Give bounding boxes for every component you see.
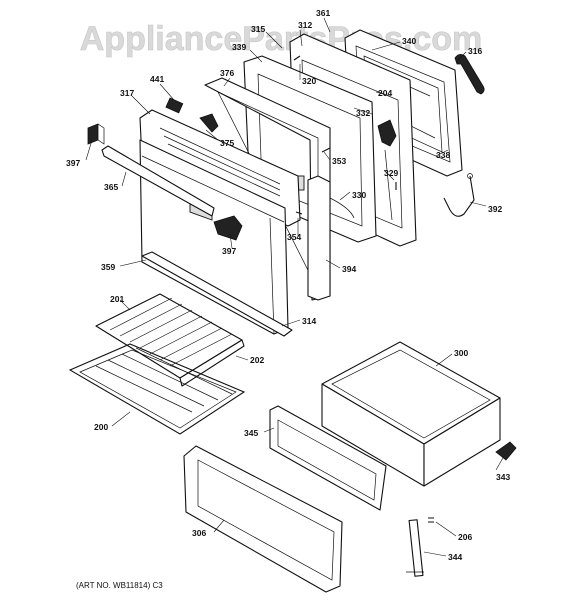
callout-329: 329 [384, 168, 398, 178]
callout-397-left: 397 [66, 158, 80, 168]
drawer-cover [183, 445, 343, 593]
callout-375: 375 [220, 138, 234, 148]
drawer-front-panel [269, 405, 387, 511]
callout-344: 344 [448, 552, 462, 562]
door-hinge-bracket [307, 175, 331, 301]
callout-340: 340 [402, 36, 416, 46]
callout-359: 359 [101, 262, 115, 272]
callout-330: 330 [352, 190, 366, 200]
callout-394: 394 [342, 264, 356, 274]
spring-206 [428, 517, 434, 523]
callout-397-door: 397 [222, 246, 236, 256]
callout-339: 339 [232, 42, 246, 52]
door-handle [101, 145, 215, 217]
callout-315: 315 [251, 24, 265, 34]
callout-300: 300 [454, 348, 468, 358]
callout-338: 338 [436, 150, 450, 160]
callout-200: 200 [94, 422, 108, 432]
callout-204: 204 [378, 88, 392, 98]
broil-pan [95, 293, 245, 387]
callout-345: 345 [244, 428, 258, 438]
door-bottom-trim [141, 251, 293, 337]
callout-354: 354 [287, 232, 301, 242]
callout-201: 201 [110, 294, 124, 304]
callout-343: 343 [496, 472, 510, 482]
callout-332: 332 [356, 108, 370, 118]
callout-306: 306 [192, 528, 206, 538]
small-bracket-397 [87, 123, 105, 145]
callout-317: 317 [120, 88, 134, 98]
callout-392: 392 [488, 204, 502, 214]
callout-361: 361 [316, 8, 330, 18]
oven-rack [68, 343, 246, 435]
callout-441: 441 [150, 74, 164, 84]
callout-353: 353 [332, 156, 346, 166]
watermark-text: AppliancePartsPros.com [80, 20, 482, 58]
callout-320: 320 [302, 76, 316, 86]
door-gasket [454, 54, 485, 95]
storage-drawer-box [321, 341, 501, 487]
screws [293, 55, 397, 215]
callout-316: 316 [468, 46, 482, 56]
door-hinge-392 [443, 173, 475, 217]
callout-314: 314 [302, 316, 316, 326]
art-number-label: (ART NO. WB11814) C3 [76, 581, 163, 590]
drawer-slide [406, 519, 424, 577]
callout-202: 202 [250, 355, 264, 365]
drawer-clip [495, 441, 517, 461]
callout-312: 312 [298, 20, 312, 30]
leader-lines [85, 17, 505, 557]
callout-labels: 361 312 315 339 340 316 441 376 320 204 … [66, 8, 510, 562]
callout-365: 365 [104, 182, 118, 192]
callout-206: 206 [458, 532, 472, 542]
callout-376: 376 [220, 68, 234, 78]
